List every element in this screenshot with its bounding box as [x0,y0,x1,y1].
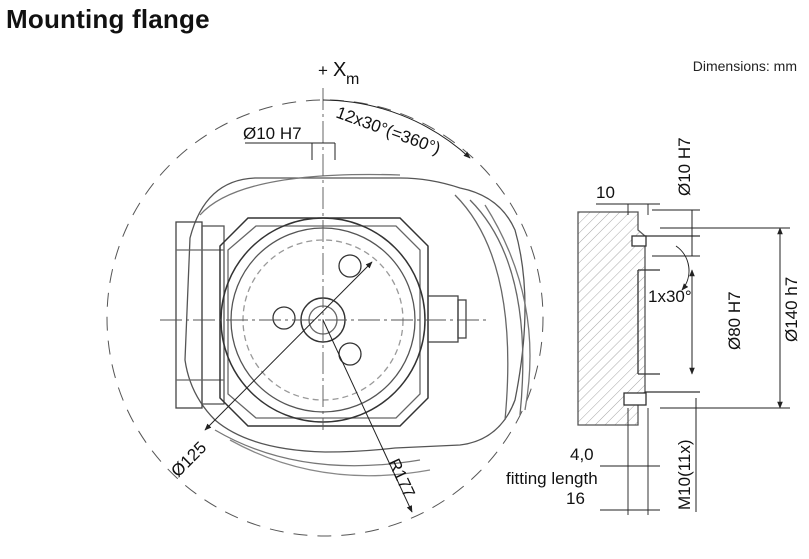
thread-label: M10(11x) [675,439,694,510]
page-title: Mounting flange [6,4,210,34]
inner-dia-label: Ø80 H7 [725,291,744,350]
section-view [577,203,790,515]
units-note: Dimensions: mm [692,58,797,74]
thread-depth-label: 16 [566,489,585,508]
chamfer-label: 1x30° [648,287,692,306]
angle-arc [322,99,471,159]
axis-plus: + [318,61,328,80]
pattern-label: 12x30°(=360°) [334,103,443,158]
housing-outline [184,177,526,453]
radius-label: R177 [384,456,418,501]
pcd-dimension-line [204,261,373,431]
fitting-text-label: fitting length [506,469,598,488]
front-hole-dia-label: Ø10 H7 [243,124,302,143]
front-view [106,88,544,537]
axis-subscript: m [346,71,359,88]
radius-dimension-line [322,319,413,513]
depth-label: 10 [596,183,615,202]
reach-circle [106,99,544,537]
pin-hole-label: Ø10 H7 [675,137,694,196]
fitting-value-label: 4,0 [570,445,594,464]
outer-dia-label: Ø140 h7 [782,277,801,342]
pin-hole [272,306,296,330]
axis-x-label: X [333,59,346,81]
pcd-label: Ø125 [167,438,210,481]
